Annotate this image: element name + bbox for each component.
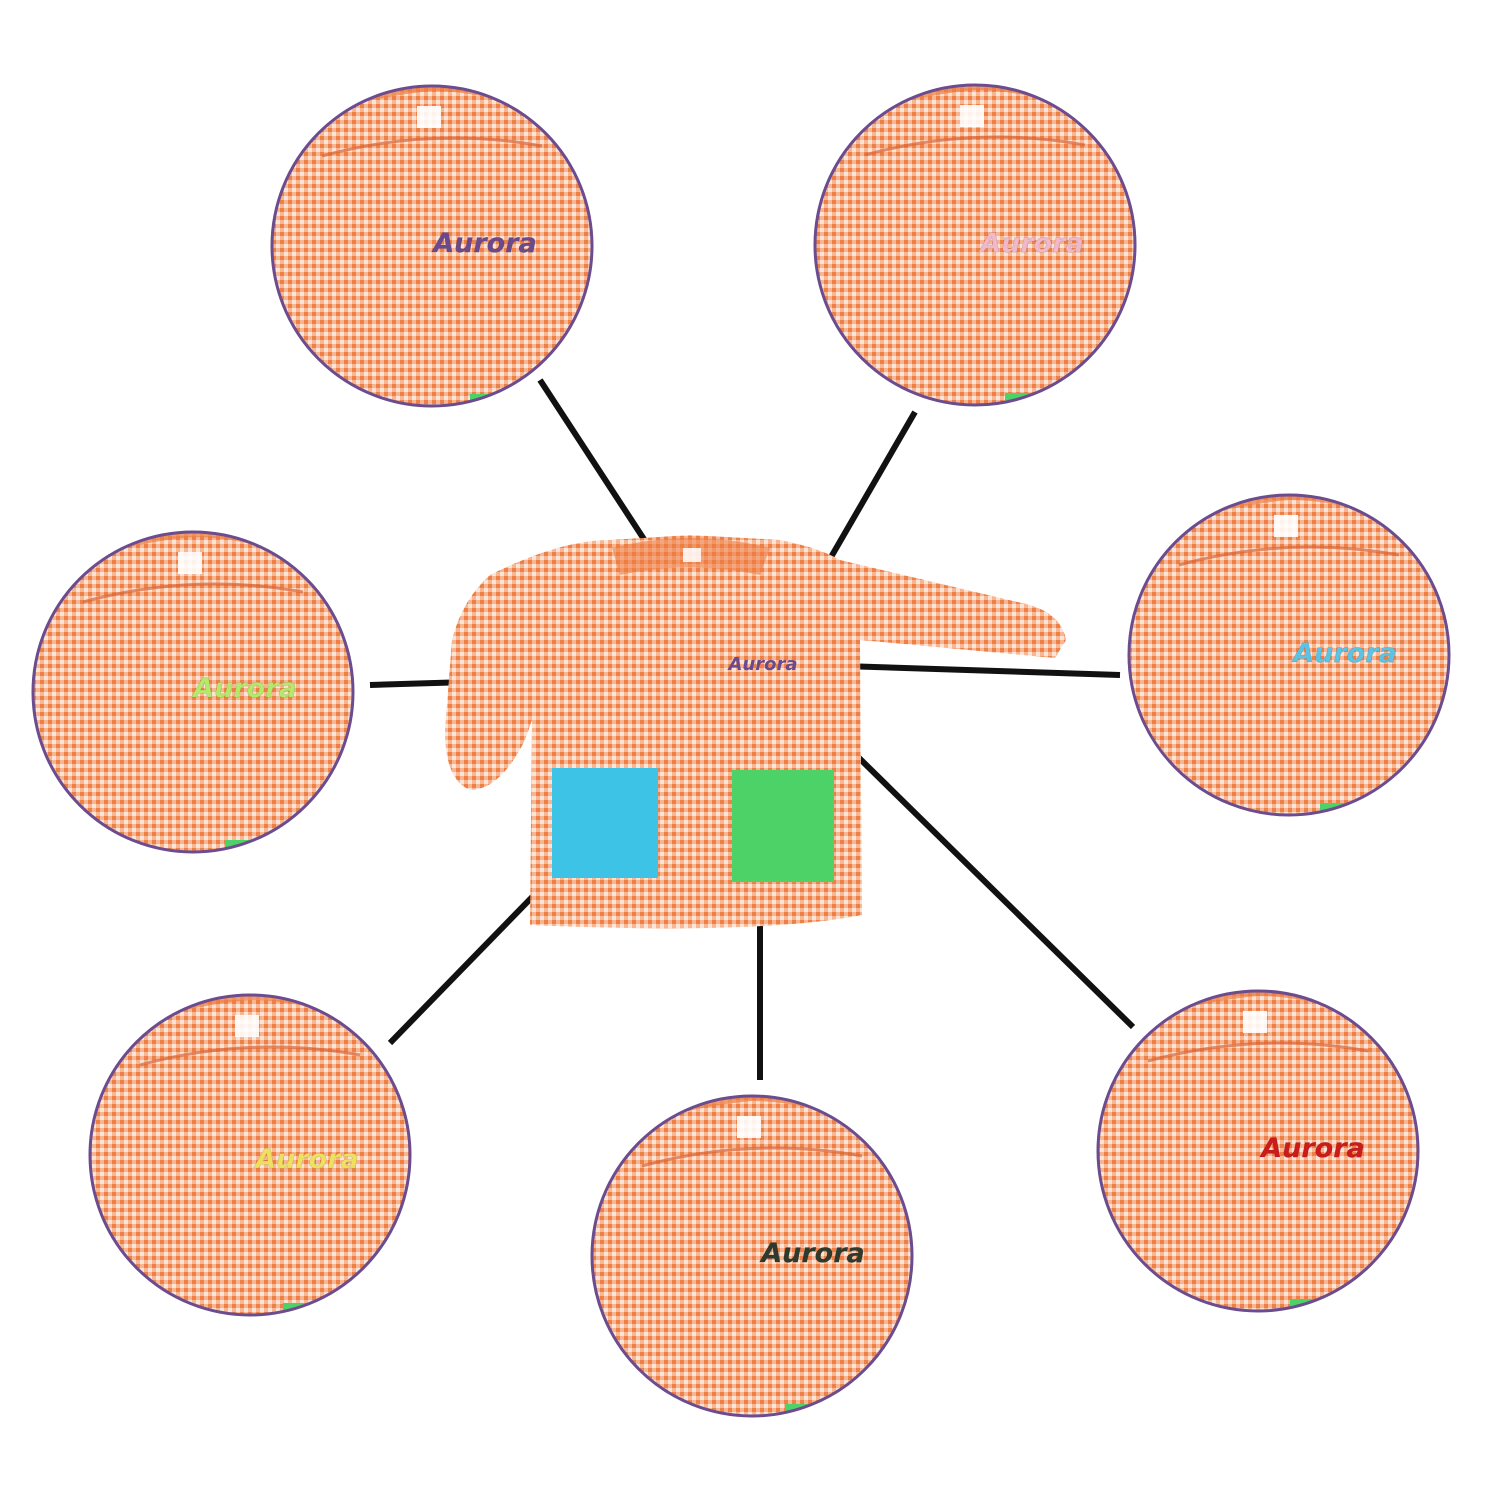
variant-embroidered-name: Aurora <box>978 228 1084 259</box>
variant-circle: Aurora <box>270 84 594 408</box>
fabric-swatch <box>90 995 410 1315</box>
variant-embroidered-name: Aurora <box>759 1238 865 1269</box>
collar-label-icon <box>1243 1011 1267 1033</box>
collar-seam <box>1178 545 1400 567</box>
collar-label-icon <box>1274 515 1298 537</box>
circle-frame <box>270 84 594 408</box>
circle-frame <box>88 993 412 1317</box>
pocket-edge <box>470 394 525 406</box>
collar-label-icon <box>178 552 202 574</box>
fabric-swatch <box>1129 495 1449 815</box>
variant-embroidered-name: Aurora <box>431 228 537 259</box>
collar-seam <box>864 135 1086 157</box>
collar-seam <box>1147 1041 1369 1063</box>
collar-label-icon <box>737 1116 761 1138</box>
variant-circle: Aurora <box>31 530 355 854</box>
variant-circle: Aurora <box>1096 989 1420 1313</box>
collar-label-icon <box>960 105 984 127</box>
collar-seam <box>82 582 304 604</box>
collar-seam <box>641 1146 863 1168</box>
variant-embroidered-name: Aurora <box>1291 638 1397 669</box>
collar-seam <box>321 136 543 158</box>
collar-label-icon <box>235 1015 259 1037</box>
fabric-swatch <box>1098 991 1418 1311</box>
circle-frame <box>1096 989 1420 1313</box>
smock-garment: Aurora <box>445 535 1066 929</box>
collar-label-icon <box>683 548 701 562</box>
variant-circle: Aurora <box>1127 493 1451 817</box>
variant-circle: Aurora <box>590 1094 914 1418</box>
circle-frame <box>590 1094 914 1418</box>
pocket-right <box>732 770 834 882</box>
variant-circle: Aurora <box>88 993 412 1317</box>
variant-embroidered-name: Aurora <box>1259 1133 1365 1164</box>
fabric-swatch <box>815 85 1135 405</box>
circle-frame <box>813 83 1137 407</box>
connector-line-right <box>811 662 1121 678</box>
variant-circle: Aurora <box>813 83 1137 407</box>
pocket-left <box>552 768 658 878</box>
collar-seam <box>139 1045 361 1067</box>
circle-frame <box>1127 493 1451 817</box>
collar-label-icon <box>417 106 441 128</box>
circle-frame <box>31 530 355 854</box>
variant-embroidered-name: Aurora <box>191 673 297 704</box>
variant-embroidered-name: Aurora <box>253 1144 359 1175</box>
smock-embroidered-name: Aurora <box>726 654 797 675</box>
fabric-swatch <box>272 86 592 406</box>
